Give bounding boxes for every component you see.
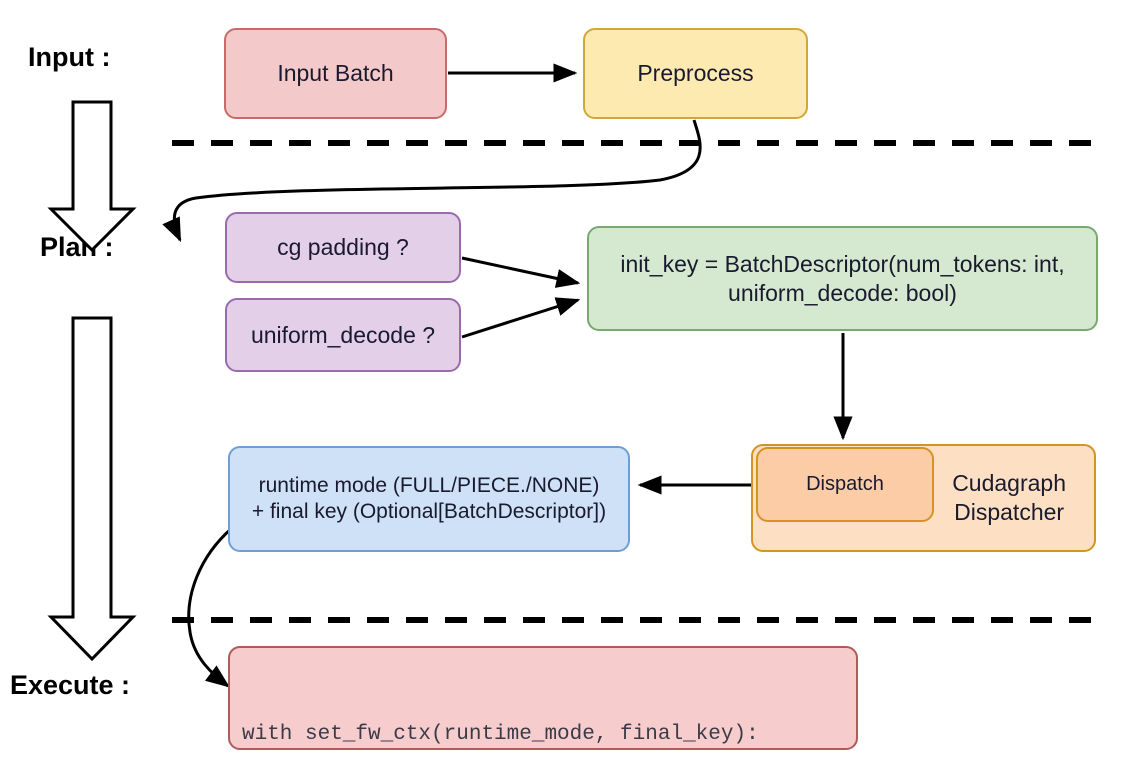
node-init-key[interactable]: init_key = BatchDescriptor(num_tokens: i…: [587, 226, 1098, 331]
node-cudagraph-dispatcher-line-1: Cudagraph: [952, 470, 1066, 497]
node-runtime-mode[interactable]: runtime mode (FULL/PIECE./NONE) + final …: [228, 446, 630, 552]
node-init-key-text: init_key = BatchDescriptor(num_tokens: i…: [620, 250, 1064, 308]
node-uniform-decode-label: uniform_decode ?: [250, 321, 436, 348]
node-preprocess-label: Preprocess: [637, 60, 754, 87]
node-cudagraph-dispatcher-text: Cudagraph Dispatcher: [952, 469, 1066, 527]
stage-label-plan: Plan :: [40, 232, 114, 262]
node-init-key-line-1: init_key = BatchDescriptor(num_tokens: i…: [620, 250, 1065, 277]
code-line-1: with set_fw_ctx(runtime_mode, final_key)…: [242, 722, 759, 746]
edge-runtime-mode-to-code-block: [187, 526, 233, 688]
input-to-plan-arrow: [47, 100, 137, 253]
node-init-key-line-2: uniform_decode: bool): [728, 279, 957, 306]
node-cg-padding-label: cg padding ?: [277, 234, 409, 261]
node-input-batch[interactable]: Input Batch: [224, 28, 447, 119]
node-preprocess[interactable]: Preprocess: [583, 28, 808, 119]
edge-uniform-decode-to-init-key: [461, 297, 581, 339]
node-input-batch-label: Input Batch: [277, 60, 394, 87]
node-dispatch[interactable]: Dispatch: [756, 447, 934, 522]
stage-label-input: Input :: [28, 42, 111, 72]
node-cg-padding[interactable]: cg padding ?: [225, 212, 461, 283]
node-cudagraph-dispatcher-line-2: Dispatcher: [954, 499, 1065, 525]
edge-cg-padding-to-init-key: [461, 256, 581, 288]
node-runtime-mode-text: runtime mode (FULL/PIECE./NONE) + final …: [252, 473, 606, 526]
node-code-block[interactable]: with set_fw_ctx(runtime_mode, final_key)…: [228, 646, 858, 750]
plan-to-execute-arrow: [47, 316, 137, 662]
node-uniform-decode[interactable]: uniform_decode ?: [225, 298, 461, 372]
node-runtime-mode-line-2: + final key (Optional[BatchDescriptor]): [251, 500, 607, 523]
node-dispatch-label: Dispatch: [806, 473, 884, 495]
node-runtime-mode-line-1: runtime mode (FULL/PIECE./NONE): [258, 473, 600, 497]
stage-label-execute: Execute :: [10, 670, 131, 700]
